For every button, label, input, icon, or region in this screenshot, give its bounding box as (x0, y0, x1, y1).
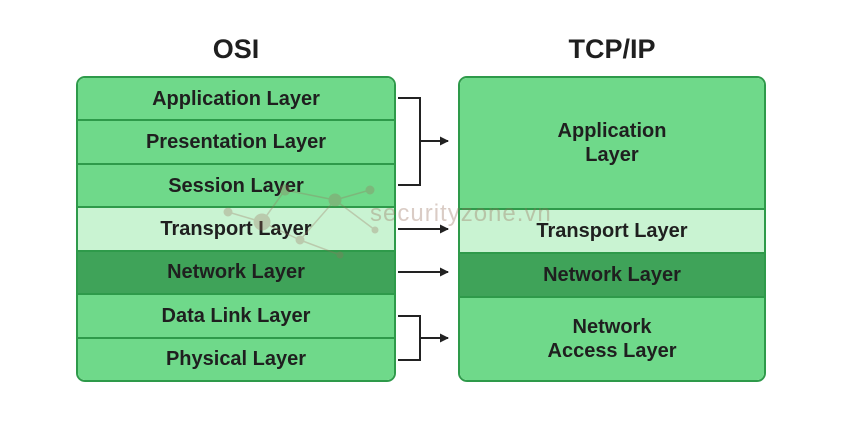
osi-transport-layer: Transport Layer (78, 206, 394, 250)
osi-session-layer: Session Layer (78, 162, 394, 207)
watermark-network-graphic (223, 184, 379, 259)
network-access-bracket-arrow (398, 315, 449, 361)
osi-heading: OSI (212, 34, 260, 64)
osi-presentation-layer: Presentation Layer (78, 119, 394, 163)
osi-physical-layer: Physical Layer (78, 336, 394, 380)
application-bracket-arrow (398, 97, 449, 186)
osi-network-layer: Network Layer (78, 249, 394, 294)
osi-application-layer: Application Layer (78, 78, 394, 120)
tcpip-transport-layer: Transport Layer (460, 208, 764, 252)
osi-data-link-layer: Data Link Layer (78, 293, 394, 337)
osi-stack: Application Layer Presentation Layer Ses… (76, 76, 396, 382)
tcpip-network-access-layer: Network Access Layer (460, 296, 764, 380)
tcpip-application-layer: Application Layer (460, 78, 764, 208)
tcpip-network-layer: Network Layer (460, 252, 764, 296)
tcpip-stack: Application Layer Transport Layer Networ… (458, 76, 766, 382)
tcpip-heading: TCP/IP (568, 34, 656, 64)
watermark-text: securityzone.vn (370, 200, 552, 227)
